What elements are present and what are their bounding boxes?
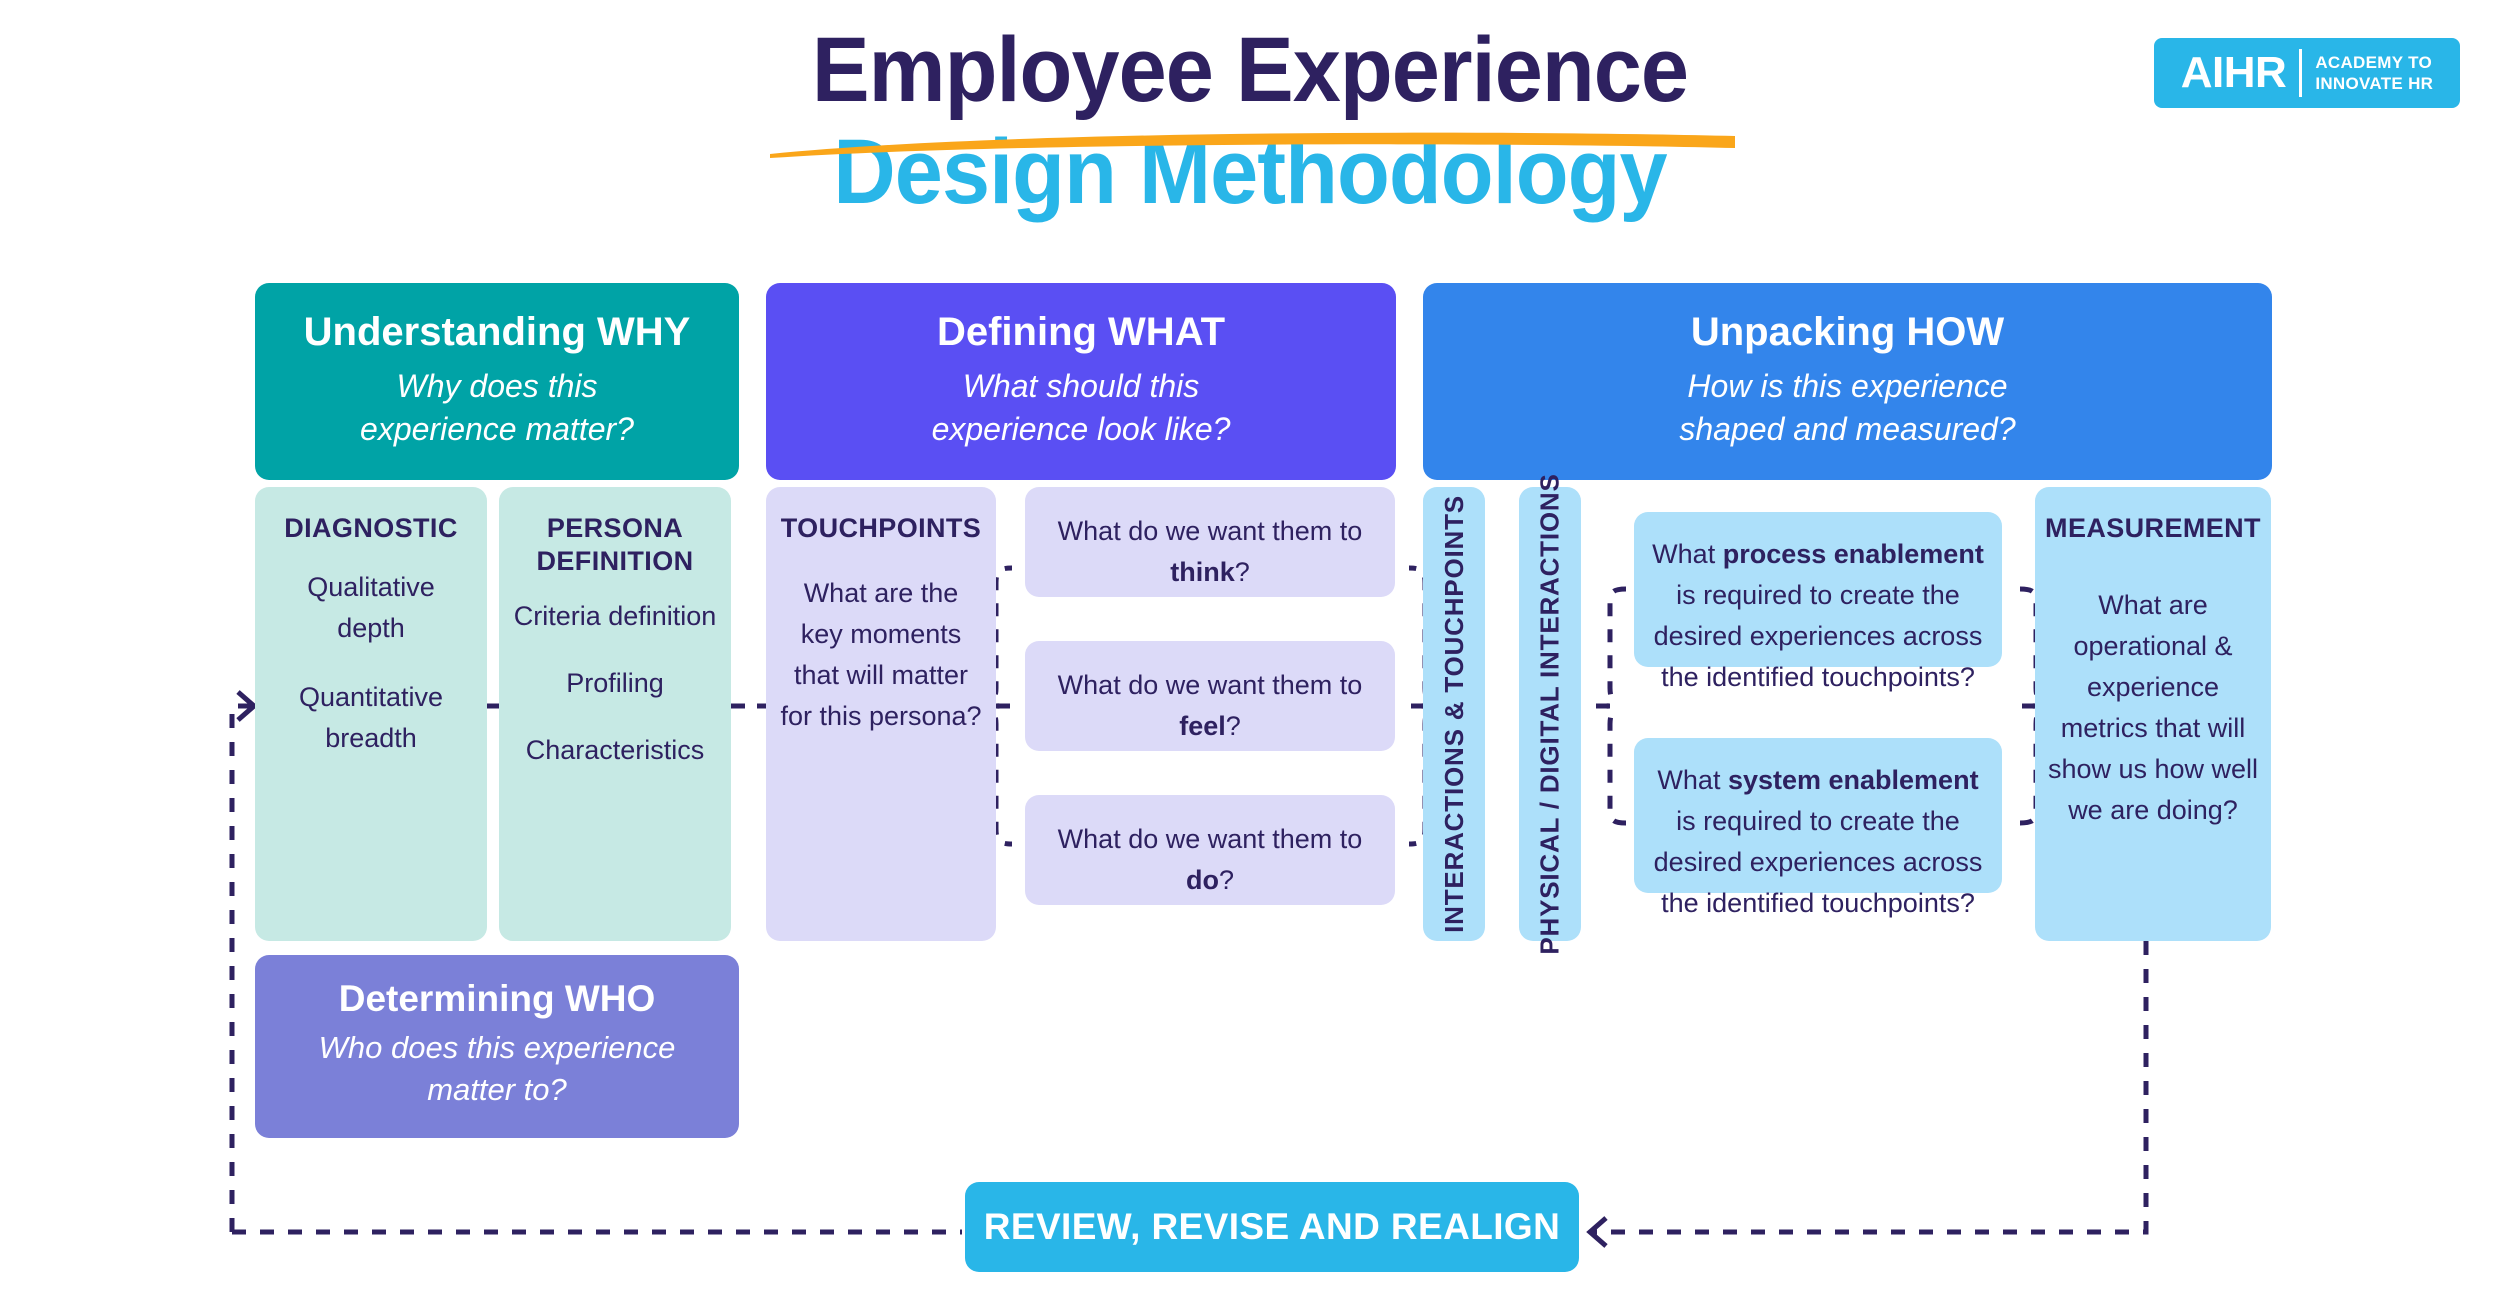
phase-subtitle-line2: shaped and measured?: [1679, 411, 2016, 447]
arrowhead-into-review-bar: [1586, 1216, 1608, 1248]
card-question-feel[interactable]: What do we want them to feel?: [1025, 641, 1395, 751]
connector-brace-touchpoints-upper: [991, 565, 1013, 709]
card-body: What system enablement is required to cr…: [1648, 760, 1988, 924]
phase-subtitle-line2: matter to?: [427, 1072, 567, 1107]
connector-brace-physical-lower: [1596, 703, 1627, 826]
phase-subtitle: Who does this experience matter to?: [255, 1027, 739, 1111]
question-suffix: ?: [1234, 557, 1250, 587]
card-heading: DIAGNOSTIC: [284, 513, 458, 543]
vertical-label-physical-digital-interactions[interactable]: PHYSICAL / DIGITAL INTERACTIONS: [1519, 473, 1581, 955]
card-body: What do we want them to feel?: [1047, 665, 1373, 747]
phase-title: Determining WHO: [338, 978, 656, 1019]
question-suffix: is required to create the desired experi…: [1653, 806, 1983, 918]
arrowhead-into-diagnostic: [236, 690, 258, 722]
card-body: What do we want them to do?: [1047, 819, 1373, 901]
phase-header-understanding-why[interactable]: Understanding WHY Why does this experien…: [255, 283, 739, 480]
card-item-characteristics: Characteristics: [525, 735, 705, 765]
phase-title: Defining WHAT: [936, 310, 1226, 354]
logo-tagline-line1: ACADEMY TO: [2315, 53, 2432, 72]
connector-feedback-right: [1592, 941, 2149, 1235]
card-body: What do we want them to think?: [1047, 511, 1373, 593]
logo-wordmark: AIHR: [2180, 48, 2287, 97]
phase-subtitle-line1: Why does this: [396, 368, 598, 404]
title-underline-swash: [770, 132, 1735, 158]
connector-brace-touchpoints-lower: [991, 703, 1013, 847]
card-heading: TOUCHPOINTS: [780, 513, 982, 543]
card-question-do[interactable]: What do we want them to do?: [1025, 795, 1395, 905]
question-suffix: ?: [1225, 711, 1241, 741]
connector-feedback-left: [229, 703, 252, 1232]
card-persona-definition[interactable]: PERSONA DEFINITION Criteria definition P…: [499, 487, 731, 941]
question-prefix: What do we want them to: [1057, 516, 1363, 546]
card-item-quantitative-breadth: Quantitative breadth: [298, 682, 444, 753]
card-process-enablement[interactable]: What process enablement is required to c…: [1634, 512, 2002, 692]
connector-brace-physical-upper: [1596, 586, 1627, 709]
phase-header-defining-what[interactable]: Defining WHAT What should this experienc…: [766, 283, 1396, 480]
phase-subtitle-line1: How is this experience: [1687, 368, 2008, 404]
phase-header-unpacking-how[interactable]: Unpacking HOW How is this experience sha…: [1423, 283, 2272, 480]
question-emphasis: do: [1185, 865, 1219, 895]
page-title: Employee Experience Design Methodology: [0, 18, 2500, 222]
card-item-criteria-definition: Criteria definition: [513, 601, 717, 631]
question-emphasis: think: [1170, 557, 1235, 587]
card-body: What are the key moments that will matte…: [780, 578, 982, 731]
phase-subtitle: What should this experience look like?: [766, 365, 1396, 451]
question-prefix: What: [1657, 765, 1728, 795]
question-prefix: What: [1652, 539, 1723, 569]
card-heading: MEASUREMENT: [2045, 513, 2261, 543]
phase-subtitle-line2: experience matter?: [360, 411, 634, 447]
phase-header-determining-who[interactable]: Determining WHO Who does this experience…: [255, 955, 739, 1138]
card-item-profiling: Profiling: [566, 668, 664, 698]
review-revise-realign-bar[interactable]: REVIEW, REVISE AND REALIGN: [965, 1182, 1579, 1272]
card-body: What process enablement is required to c…: [1648, 534, 1988, 698]
title-line-primary: Employee Experience: [811, 19, 1689, 121]
question-prefix: What do we want them to: [1057, 670, 1363, 700]
card-item-qualitative-depth: Qualitative depth: [307, 572, 435, 643]
card-body: What are operational & experience metric…: [2047, 590, 2259, 825]
card-diagnostic[interactable]: DIAGNOSTIC Qualitative depth Quantitativ…: [255, 487, 487, 941]
question-prefix: What do we want them to: [1057, 824, 1363, 854]
question-suffix: is required to create the desired experi…: [1653, 580, 1983, 692]
aihr-logo: AIHR ACADEMY TO INNOVATE HR: [2154, 38, 2460, 108]
review-bar-label: REVIEW, REVISE AND REALIGN: [983, 1206, 1561, 1247]
card-heading-line2: DEFINITION: [536, 546, 694, 576]
logo-divider: [2299, 49, 2303, 97]
phase-title: Understanding WHY: [303, 310, 691, 354]
phase-subtitle-line1: What should this: [962, 368, 1200, 404]
card-touchpoints[interactable]: TOUCHPOINTS What are the key moments tha…: [766, 487, 996, 941]
phase-title: Unpacking HOW: [1690, 310, 2005, 354]
card-system-enablement[interactable]: What system enablement is required to cr…: [1634, 738, 2002, 918]
card-heading-line1: PERSONA: [546, 513, 684, 543]
question-emphasis: process enablement: [1722, 539, 1984, 569]
phase-subtitle-line1: Who does this experience: [318, 1030, 676, 1065]
logo-tagline: ACADEMY TO INNOVATE HR: [2302, 52, 2433, 94]
card-question-think[interactable]: What do we want them to think?: [1025, 487, 1395, 597]
question-emphasis: feel: [1179, 711, 1226, 741]
vertical-label-text: INTERACTIONS & TOUCHPOINTS: [1439, 495, 1469, 933]
vertical-label-interactions-touchpoints[interactable]: INTERACTIONS & TOUCHPOINTS: [1423, 487, 1485, 941]
phase-subtitle: Why does this experience matter?: [255, 365, 739, 451]
card-measurement[interactable]: MEASUREMENT What are operational & exper…: [2035, 487, 2271, 941]
phase-subtitle: How is this experience shaped and measur…: [1423, 365, 2272, 451]
question-suffix: ?: [1218, 865, 1235, 895]
question-emphasis: system enablement: [1727, 765, 1979, 795]
phase-subtitle-line2: experience look like?: [931, 411, 1231, 447]
logo-tagline-line2: INNOVATE HR: [2315, 74, 2434, 93]
vertical-label-text: PHYSICAL / DIGITAL INTERACTIONS: [1535, 473, 1565, 955]
